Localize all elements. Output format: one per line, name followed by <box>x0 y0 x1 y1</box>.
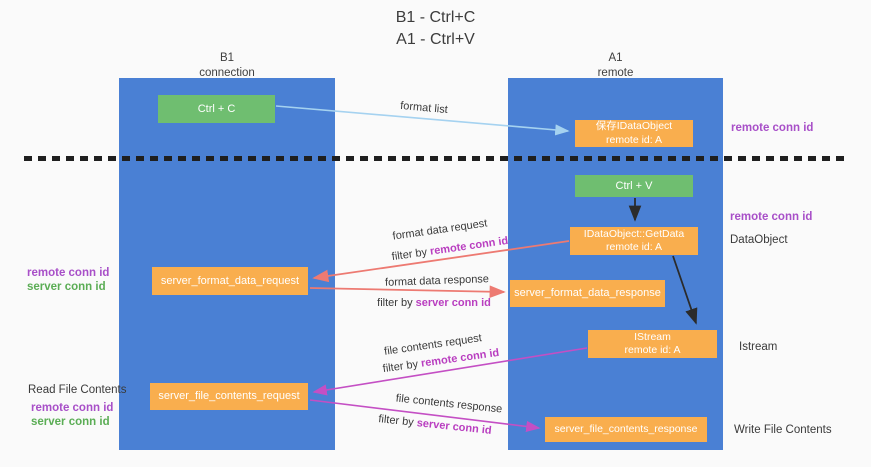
read-file-contents-label: Read File Contents <box>28 384 127 396</box>
session-divider-dashed-line <box>24 156 848 161</box>
istream-box: IStream remote id: A <box>588 330 717 358</box>
save-idataobject-line2: remote id: A <box>605 133 663 146</box>
format-data-response-arrow <box>309 285 506 299</box>
left-bottom-server-conn-id-label: server conn id <box>31 416 110 428</box>
filter-by-text: filter by <box>377 297 413 309</box>
lane-a1-title: A1 <box>608 52 623 64</box>
lane-header-b1: B1 connection <box>119 51 335 81</box>
lane-b1-subtitle: connection <box>199 66 255 79</box>
left-mid-remote-conn-id-label: remote conn id <box>27 267 110 279</box>
write-file-contents-label: Write File Contents <box>734 424 832 436</box>
server-conn-id-keyword: server conn id <box>415 297 491 309</box>
istream-line1: IStream <box>634 330 671 343</box>
file-contents-request-arrow <box>312 347 588 396</box>
ctrl-v-box: Ctrl + V <box>575 175 693 197</box>
istream-side-label: Istream <box>739 341 778 353</box>
ctrl-c-label: Ctrl + C <box>197 102 236 115</box>
ctrl-v-label: Ctrl + V <box>615 179 653 192</box>
title-line-2: A1 - Ctrl+V <box>396 30 475 48</box>
idataobject-getdata-line2: remote id: A <box>605 241 663 253</box>
remote-conn-id-label-top: remote conn id <box>731 122 814 134</box>
server-file-contents-request-label: server_file_contents_request <box>158 390 300 403</box>
title-line-1: B1 - Ctrl+C <box>395 9 476 26</box>
dataobject-label: DataObject <box>730 234 788 246</box>
server-file-contents-request-box: server_file_contents_request <box>150 383 308 410</box>
format-data-response-filter-label: filter by server conn id <box>377 297 491 309</box>
remote-conn-id-label-mid: remote conn id <box>730 211 813 223</box>
save-idataobject-line1: 保存IDataObject <box>595 120 673 133</box>
ctrl-c-box: Ctrl + C <box>158 95 275 123</box>
server-format-data-response-label: server_format_data_response <box>514 287 661 300</box>
istream-line2: remote id: A <box>624 344 681 356</box>
save-idataobject-box: 保存IDataObject remote id: A <box>575 120 693 147</box>
idataobject-getdata-line1: IDataObject::GetData <box>583 227 685 240</box>
lane-header-a1: A1 remote <box>508 51 723 81</box>
lane-a1-subtitle: remote <box>597 66 634 79</box>
server-format-data-response-box: server_format_data_response <box>510 280 665 307</box>
left-bottom-remote-conn-id-label: remote conn id <box>31 402 114 414</box>
idataobject-getdata-box: IDataObject::GetData remote id: A <box>570 227 698 255</box>
file-contents-response-arrow <box>309 399 541 433</box>
getdata-to-istream-arrow <box>672 255 698 325</box>
server-file-contents-response-label: server_file_contents_response <box>554 422 698 435</box>
left-mid-server-conn-id-label: server conn id <box>27 281 106 293</box>
lane-b1-title: B1 <box>219 52 235 64</box>
server-format-data-request-label: server_format_data_request <box>160 274 300 287</box>
format-data-request-arrow <box>312 240 570 283</box>
diagram-title: B1 - Ctrl+C A1 - Ctrl+V <box>0 7 871 50</box>
server-format-data-request-box: server_format_data_request <box>152 267 308 295</box>
server-file-contents-response-box: server_file_contents_response <box>545 417 707 442</box>
format-list-arrow <box>275 105 570 136</box>
